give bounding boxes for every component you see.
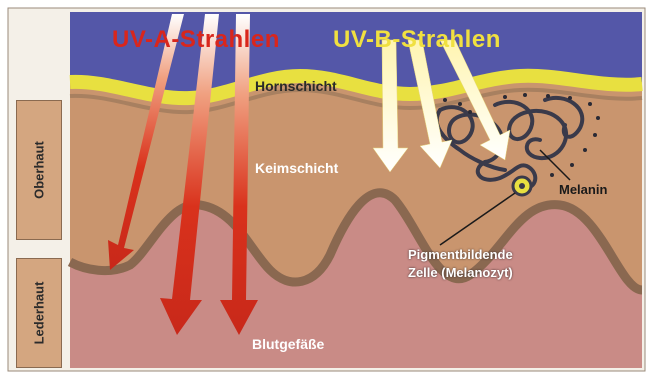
lederhaut-label: Lederhaut [32, 282, 47, 345]
melanocyte-label-line1: Pigmentbildende [408, 246, 513, 264]
oberhaut-side-box: Oberhaut [16, 100, 62, 240]
melanocyte-label-line2: Zelle (Melanozyt) [408, 264, 513, 282]
lederhaut-side-box: Lederhaut [16, 258, 62, 368]
hornschicht-label: Hornschicht [255, 78, 337, 94]
keimschicht-label: Keimschicht [255, 160, 338, 176]
melanin-label: Melanin [559, 182, 607, 197]
uva-title: UV-A-Strahlen [112, 26, 280, 54]
blutgefaesse-label: Blutgefäße [252, 336, 324, 352]
melanocyte-label: Pigmentbildende Zelle (Melanozyt) [408, 246, 513, 282]
uvb-title: UV-B-Strahlen [333, 26, 501, 54]
melanocyte-nucleus [519, 183, 525, 189]
oberhaut-label: Oberhaut [32, 141, 47, 199]
